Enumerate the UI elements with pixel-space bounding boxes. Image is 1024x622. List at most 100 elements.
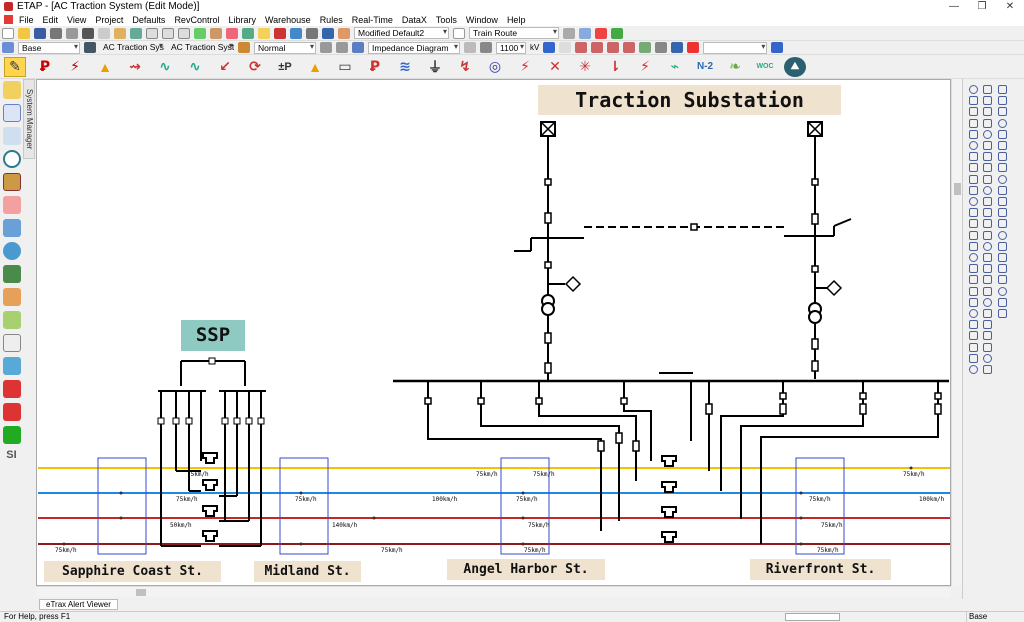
palette-element-icon[interactable]: [998, 253, 1007, 262]
palette-element-icon[interactable]: [969, 242, 978, 251]
copy-mode-icon[interactable]: [320, 42, 332, 53]
palette-element-icon[interactable]: [969, 287, 978, 296]
palette-element-icon[interactable]: [969, 141, 978, 150]
undo-icon[interactable]: [226, 28, 238, 39]
zoom-slider[interactable]: [785, 613, 840, 621]
paste-icon[interactable]: [114, 28, 126, 39]
palette-element-icon[interactable]: [983, 219, 992, 228]
palette-element-icon[interactable]: [983, 354, 992, 363]
station-label-angel-harbor[interactable]: Angel Harbor St.: [447, 559, 605, 580]
motor-starting-icon[interactable]: ⇝: [124, 57, 146, 77]
palette-element-icon[interactable]: [983, 287, 992, 296]
palette-element-icon[interactable]: [998, 175, 1007, 184]
clock-icon[interactable]: [3, 150, 21, 168]
switching-icon[interactable]: ⌁: [664, 57, 686, 77]
color-theme-icon[interactable]: [595, 28, 607, 39]
palette-element-icon[interactable]: [998, 107, 1007, 116]
recycle-icon[interactable]: [3, 357, 21, 375]
menu-defaults[interactable]: Defaults: [132, 15, 165, 25]
palette-element-icon[interactable]: [998, 242, 1007, 251]
map-icon[interactable]: [3, 311, 21, 329]
cut-icon[interactable]: [82, 28, 94, 39]
menu-library[interactable]: Library: [228, 15, 256, 25]
palette-element-icon[interactable]: [969, 85, 978, 94]
palette-element-icon[interactable]: [969, 96, 978, 105]
close-button[interactable]: ✕: [996, 1, 1024, 12]
config-manager-icon[interactable]: [453, 28, 465, 39]
relay-left[interactable]: [566, 277, 580, 291]
open-folder-icon[interactable]: [18, 28, 30, 39]
dc-arc-flash-icon[interactable]: ▲: [304, 57, 326, 77]
menu-revcontrol[interactable]: RevControl: [174, 15, 219, 25]
pan-icon[interactable]: [130, 28, 142, 39]
palette-element-icon[interactable]: [998, 275, 1007, 284]
harmonics-icon[interactable]: ∿: [154, 57, 176, 77]
palette-element-icon[interactable]: [969, 331, 978, 340]
print-preview-icon[interactable]: [66, 28, 78, 39]
traction-icon[interactable]: ⇂: [604, 57, 626, 77]
battery-icon[interactable]: ▭: [334, 57, 356, 77]
grid-view-icon[interactable]: [3, 173, 21, 191]
one-line-icon[interactable]: [3, 104, 21, 122]
palette-element-icon[interactable]: [998, 298, 1007, 307]
palette-element-icon[interactable]: [969, 107, 978, 116]
si-icon[interactable]: SI: [3, 449, 21, 467]
station-box-1[interactable]: [98, 458, 146, 554]
eraser-icon[interactable]: [563, 28, 575, 39]
palette-element-icon[interactable]: [998, 152, 1007, 161]
palette-element-icon[interactable]: [969, 175, 978, 184]
copy-icon[interactable]: [98, 28, 110, 39]
short-circuit-icon[interactable]: ⚡: [64, 57, 86, 77]
menu-warehouse[interactable]: Warehouse: [265, 15, 311, 25]
text-box-icon[interactable]: [210, 28, 222, 39]
horizontal-scrollbar[interactable]: [36, 586, 951, 597]
layers-icon[interactable]: [3, 265, 21, 283]
redo-icon[interactable]: [242, 28, 254, 39]
transient-icon[interactable]: ✕: [544, 57, 566, 77]
flip-icon[interactable]: [655, 42, 667, 53]
configuration-combo[interactable]: Modified Default2: [354, 27, 449, 39]
palette-element-icon[interactable]: [998, 163, 1007, 172]
palette-element-icon[interactable]: [969, 231, 978, 240]
woc-icon[interactable]: WOC: [754, 57, 776, 77]
star-icon[interactable]: ✳: [574, 57, 596, 77]
arc-flash-icon[interactable]: ▲: [94, 57, 116, 77]
system-manager-tab[interactable]: System Manager: [23, 79, 35, 159]
panel-icon[interactable]: [3, 288, 21, 306]
ground-icon[interactable]: [3, 219, 21, 237]
palette-element-icon[interactable]: [969, 309, 978, 318]
palette-element-icon[interactable]: [998, 119, 1007, 128]
leaf-icon[interactable]: ❧: [724, 57, 746, 77]
palette-element-icon[interactable]: [983, 264, 992, 273]
zoom-out-icon[interactable]: [162, 28, 174, 39]
palette-element-icon[interactable]: [983, 141, 992, 150]
palette-element-icon[interactable]: [983, 107, 992, 116]
palette-element-icon[interactable]: [969, 320, 978, 329]
palette-element-icon[interactable]: [998, 208, 1007, 217]
project-view-icon[interactable]: [3, 81, 21, 99]
hyperlink-icon[interactable]: [290, 28, 302, 39]
n2-icon[interactable]: N-2: [694, 57, 716, 77]
palette-element-icon[interactable]: [998, 231, 1007, 240]
new-file-icon[interactable]: [2, 28, 14, 39]
transformer-left-bottom[interactable]: [542, 303, 554, 315]
substation-title[interactable]: Traction Substation: [538, 85, 841, 115]
tie-breaker[interactable]: [691, 224, 697, 230]
palette-element-icon[interactable]: [969, 354, 978, 363]
menu-real-time[interactable]: Real-Time: [352, 15, 393, 25]
save-icon[interactable]: [34, 28, 46, 39]
palette-element-icon[interactable]: [983, 208, 992, 217]
shield-icon[interactable]: [3, 196, 21, 214]
palette-element-icon[interactable]: [983, 365, 992, 374]
palette-element-icon[interactable]: [983, 130, 992, 139]
menu-file[interactable]: File: [19, 15, 34, 25]
menu-help[interactable]: Help: [507, 15, 526, 25]
zoom-fit-icon[interactable]: [178, 28, 190, 39]
palette-element-icon[interactable]: [998, 130, 1007, 139]
palette-element-icon[interactable]: [983, 231, 992, 240]
menu-project[interactable]: Project: [95, 15, 123, 25]
config-icon[interactable]: [338, 28, 350, 39]
palette-element-icon[interactable]: [969, 208, 978, 217]
station-label-sapphire-coast[interactable]: Sapphire Coast St.: [44, 561, 221, 582]
palette-element-icon[interactable]: [969, 152, 978, 161]
